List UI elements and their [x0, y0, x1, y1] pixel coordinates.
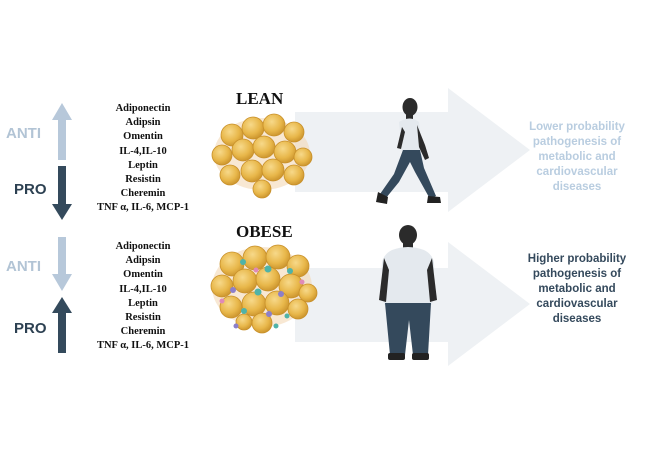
obese-pro-label: PRO: [14, 320, 47, 337]
lean-molecule: IL-4,IL-10: [119, 145, 167, 157]
obese-adipose-tissue: [210, 244, 318, 334]
lean-outcome-line: pathogenesis of: [532, 136, 622, 148]
obese-molecule: Omentin: [123, 269, 163, 281]
obese-molecule: IL-4,IL-10: [119, 283, 167, 295]
standing-obese-person-icon: [379, 225, 437, 360]
lean-molecule: Cheremin: [120, 188, 166, 200]
lean-adipose-tissue: [211, 113, 313, 199]
lean-molecule: TNF α, IL-6, MCP-1: [96, 202, 190, 214]
obese-outcome-text: Higher probability pathogenesis of metab…: [507, 252, 647, 327]
lean-molecule: Adipsin: [125, 117, 161, 129]
obese-anti-arrow-down: [52, 237, 72, 291]
lean-molecule: Resistin: [125, 174, 161, 186]
obese-molecule: Leptin: [128, 297, 158, 309]
obese-molecule: Adipsin: [125, 255, 161, 267]
lean-molecule: Adiponectin: [115, 103, 171, 114]
lean-outcome-line: diseases: [552, 181, 602, 193]
lean-outcome-line: metabolic and: [538, 151, 616, 163]
obese-molecule: TNF α, IL-6, MCP-1: [96, 340, 190, 352]
lean-molecule: Leptin: [128, 159, 158, 171]
obese-molecule: Resistin: [125, 312, 161, 324]
obese-outcome-line: metabolic and: [538, 283, 616, 295]
obese-molecule-list: Adiponectin Adipsin Omentin IL-4,IL-10 L…: [73, 240, 213, 354]
obese-outcome-line: cardiovascular: [536, 298, 618, 310]
lean-pro-label: PRO: [14, 181, 47, 198]
lean-anti-label: ANTI: [6, 125, 41, 142]
lean-outcome-line: cardiovascular: [536, 166, 618, 178]
walking-lean-person-icon: [376, 98, 441, 204]
obese-state-label: OBESE: [236, 222, 293, 241]
obese-outcome-line: Higher probability: [527, 253, 627, 265]
obese-molecule: Adiponectin: [115, 241, 171, 252]
obese-outcome-line: pathogenesis of: [532, 268, 622, 280]
lean-molecule-list: Adiponectin Adipsin Omentin IL-4,IL-10 L…: [73, 102, 213, 216]
obese-molecule: Cheremin: [120, 326, 166, 338]
lean-state-label: LEAN: [236, 89, 284, 108]
lean-outcome-line: Lower probability: [529, 121, 625, 133]
obese-anti-label: ANTI: [6, 258, 41, 275]
lean-anti-arrow-up: [52, 103, 72, 160]
obese-outcome-line: diseases: [552, 313, 602, 325]
lean-molecule: Omentin: [123, 131, 163, 143]
lean-pro-arrow-down: [52, 166, 72, 220]
obese-pro-arrow-up: [52, 297, 72, 353]
lean-outcome-text: Lower probability pathogenesis of metabo…: [507, 120, 647, 195]
